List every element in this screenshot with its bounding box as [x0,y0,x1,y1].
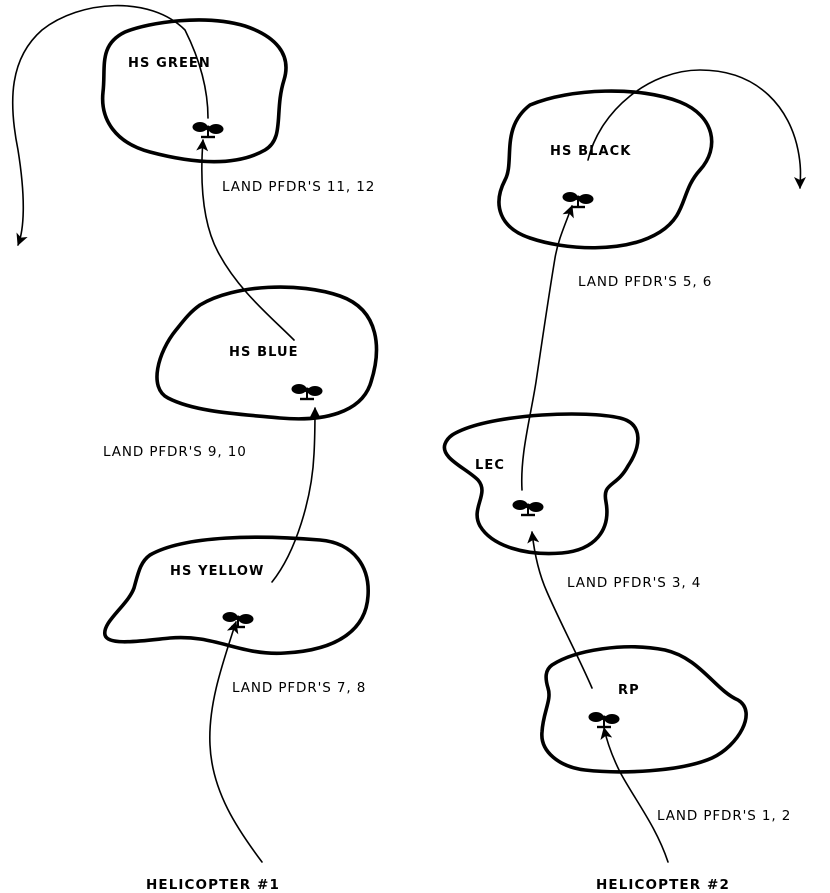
zone-lec [442,412,640,556]
zone-hs-yellow [103,535,370,656]
zone-hs-black [497,89,714,250]
label-hs-yellow: HS YELLOW [170,564,264,579]
label-land-pfdr-5-6: LAND PFDR'S 5, 6 [578,274,712,290]
route-yellow-to-blue [271,407,321,583]
route-h2-to-rp [600,727,669,863]
label-land-pfdr-7-8: LAND PFDR'S 7, 8 [232,680,366,696]
zone-rp [540,645,748,774]
label-land-pfdr-9-10: LAND PFDR'S 9, 10 [103,444,247,460]
label-land-pfdr-1-2: LAND PFDR'S 1, 2 [657,808,791,824]
label-land-pfdr-3-4: LAND PFDR'S 3, 4 [567,575,701,591]
route-green-exit [11,4,209,246]
label-lec: LEC [475,458,505,473]
label-helicopter-2: HELICOPTER #2 [596,877,730,893]
zone-hs-green [100,18,288,164]
route-rp-to-lec [527,531,593,689]
label-hs-black: HS BLACK [550,144,631,159]
label-helicopter-1: HELICOPTER #1 [146,877,280,893]
label-hs-blue: HS BLUE [229,345,299,360]
route-h1-to-yellow [209,621,263,863]
route-lec-to-black [520,205,574,491]
label-rp: RP [618,683,640,698]
label-hs-green: HS GREEN [128,56,211,71]
label-land-pfdr-11-12: LAND PFDR'S 11, 12 [222,179,375,195]
zone-hs-blue [155,285,379,421]
route-blue-to-green [196,139,295,341]
route-black-exit [587,69,807,189]
